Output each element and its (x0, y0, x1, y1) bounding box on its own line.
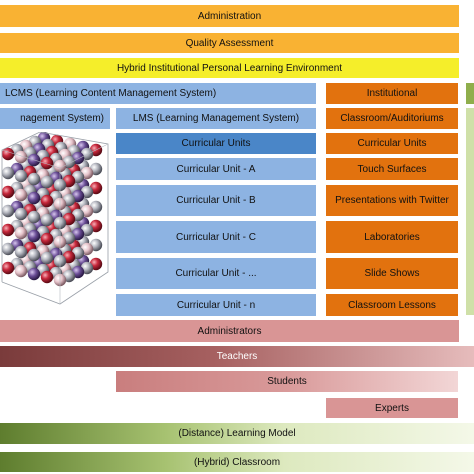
cube-sphere (40, 175, 54, 189)
institutional-slide-shows: Slide Shows (326, 258, 458, 289)
lms-item-label: Curricular Units (181, 138, 251, 149)
cube-sphere (40, 213, 54, 227)
administrators-layer: Administrators (0, 320, 459, 342)
molecular-cube-graphic (0, 131, 110, 310)
lms-item-label: Curricular Unit - ... (175, 268, 257, 279)
institutional-header: Institutional (326, 83, 458, 104)
cube-sphere (53, 159, 67, 173)
cube-sphere (14, 226, 28, 240)
teachers-layer: Teachers (0, 346, 474, 367)
lms-label: LMS (Learning Management System) (132, 113, 300, 124)
institutional-item-label: Curricular Units (357, 138, 427, 149)
cube-sphere (14, 207, 28, 221)
hybrid-ple-layer: Hybrid Institutional Personal Learning E… (0, 58, 459, 78)
institutional-item-label: Classroom Lessons (348, 299, 436, 311)
cube-sphere (27, 172, 41, 186)
lcms-bar: LCMS (Learning Content Management System… (0, 83, 316, 104)
right-edge-column-top (466, 83, 474, 104)
institutional-item-label: Classroom/Auditoriums (340, 113, 444, 124)
cube-sphere (14, 245, 28, 259)
lms-item-label: Curricular Unit - B (176, 195, 256, 206)
quality-assessment-label: Quality Assessment (185, 37, 274, 49)
students-label: Students (267, 376, 307, 387)
cube-sphere (1, 166, 15, 180)
cube-sphere (40, 270, 54, 284)
administration-layer: Administration (0, 5, 459, 27)
lms-bar: LMS (Learning Management System) (116, 108, 316, 129)
institutional-touch-surfaces: Touch Surfaces (326, 158, 458, 180)
lms-item-label: Curricular Unit - A (176, 163, 256, 175)
lms-curricular-unit-b: Curricular Unit - B (116, 185, 316, 216)
cube-sphere (14, 169, 28, 183)
distance-learning-model-layer: (Distance) Learning Model (0, 423, 474, 444)
institutional-classroom-lessons: Classroom Lessons (326, 294, 458, 316)
cube-sphere (1, 242, 15, 256)
cube-sphere (14, 188, 28, 202)
institutional-item-label: Touch Surfaces (357, 163, 427, 175)
cube-sphere (27, 229, 41, 243)
cube-sphere (27, 267, 41, 281)
institutional-curricular-units: Curricular Units (326, 133, 458, 154)
cube-sphere (14, 150, 28, 164)
administrators-label: Administrators (197, 325, 262, 337)
lms-partial-bar: nagement System) (0, 108, 110, 129)
cube-sphere (27, 191, 41, 205)
lms-item-label: Curricular Unit - n (176, 299, 256, 311)
institutional-presentations-twitter: Presentations with Twitter (326, 185, 458, 216)
distance-learning-model-label: (Distance) Learning Model (178, 428, 296, 439)
cube-sphere (27, 210, 41, 224)
lms-curricular-unit-ellipsis: Curricular Unit - ... (116, 258, 316, 289)
cube-sphere (1, 223, 15, 237)
right-edge-column (466, 108, 474, 315)
lms-curricular-units-header: Curricular Units (116, 133, 316, 154)
institutional-laboratories: Laboratories (326, 221, 458, 253)
experts-layer: Experts (326, 398, 458, 418)
cube-sphere (27, 248, 41, 262)
institutional-item-label: Laboratories (364, 231, 420, 243)
lms-curricular-unit-c: Curricular Unit - C (116, 221, 316, 253)
hybrid-ple-label: Hybrid Institutional Personal Learning E… (116, 62, 343, 74)
cube-sphere (40, 232, 54, 246)
lms-partial-label: nagement System) (20, 113, 104, 124)
cube-sphere (1, 261, 15, 275)
institutional-label: Institutional (366, 88, 418, 99)
hybrid-classroom-layer: (Hybrid) Classroom (0, 452, 474, 472)
cube-sphere (1, 204, 15, 218)
cube-sphere (1, 147, 15, 161)
administration-label: Administration (197, 10, 262, 22)
lms-curricular-unit-n: Curricular Unit - n (116, 294, 316, 316)
lms-curricular-unit-a: Curricular Unit - A (116, 158, 316, 180)
teachers-label: Teachers (216, 351, 258, 362)
institutional-item-label: Presentations with Twitter (335, 195, 449, 206)
experts-label: Experts (375, 402, 409, 414)
institutional-item-label: Slide Shows (364, 268, 420, 279)
cube-sphere (1, 185, 15, 199)
hybrid-classroom-label: (Hybrid) Classroom (193, 456, 281, 468)
molecular-cube-image (0, 131, 110, 310)
cube-sphere (40, 156, 54, 170)
lms-item-label: Curricular Unit - C (175, 231, 256, 243)
cube-sphere (40, 251, 54, 265)
lcms-label: LCMS (Learning Content Management System… (5, 88, 217, 99)
cube-sphere (40, 194, 54, 208)
quality-assessment-layer: Quality Assessment (0, 33, 459, 53)
cube-sphere (14, 264, 28, 278)
institutional-classroom-auditoriums: Classroom/Auditoriums (326, 108, 458, 129)
students-layer: Students (116, 371, 458, 392)
